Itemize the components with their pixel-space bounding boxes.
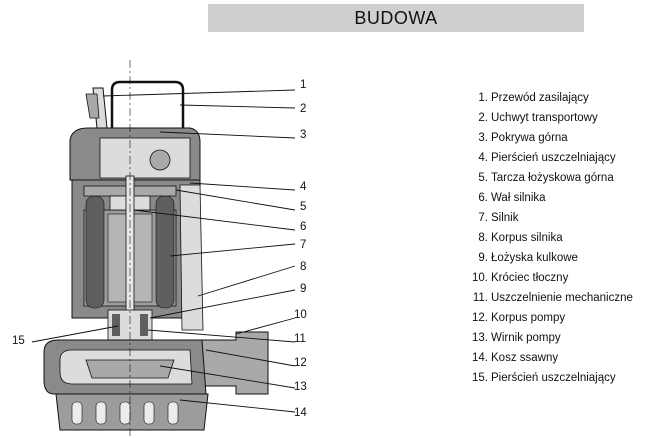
legend-item: 11.Uszczelnienie mechaniczne: [472, 292, 633, 304]
callout-3: 3: [300, 129, 306, 141]
parts-legend: 1.Przewód zasilający 2.Uchwyt transporto…: [466, 88, 651, 388]
discharge-channel: [179, 184, 204, 331]
top-cover-cavity: [99, 137, 191, 179]
callout-numbers: 1 2 3 4 5 6 7 8 9 10 11 12 13 14 15: [12, 79, 307, 419]
callout-1: 1: [300, 79, 306, 91]
callout-8: 8: [300, 261, 306, 273]
legend-item: 8.Korpus silnika: [478, 232, 563, 244]
legend-item: 6.Wał silnika: [478, 192, 546, 204]
callout-5: 5: [300, 201, 306, 213]
callout-12: 12: [294, 357, 307, 369]
legend-item: 5.Tarcza łożyskowa górna: [478, 172, 614, 184]
motor-winding-left: [85, 195, 105, 309]
legend-item: 14.Kosz ssawny: [472, 352, 559, 364]
legend-item: 4.Pierścień uszczelniający: [478, 152, 616, 164]
strainer-slots: [71, 401, 179, 425]
legend-item: 7.Silnik: [478, 212, 519, 224]
legend-item: 1.Przewód zasilający: [478, 92, 589, 104]
legend-item: 2.Uchwyt transportowy: [478, 112, 598, 124]
legend-item: 9.Łożyska kulkowe: [478, 252, 578, 264]
callout-15: 15: [12, 335, 25, 347]
callout-7: 7: [300, 239, 306, 251]
callout-11: 11: [294, 333, 306, 345]
legend-item: 10.Króciec tłoczny: [472, 272, 569, 284]
callout-10: 10: [294, 309, 307, 321]
callout-6: 6: [300, 221, 306, 233]
callout-4: 4: [300, 181, 307, 193]
callout-2: 2: [300, 103, 306, 115]
legend-item: 3.Pokrywa górna: [478, 132, 568, 144]
callout-14: 14: [294, 407, 307, 419]
callout-13: 13: [294, 381, 307, 393]
legend-item: 15.Pierścień uszczelniający: [472, 372, 616, 384]
leader-lines: [31, 89, 296, 413]
carrying-handle: [110, 80, 185, 128]
mechanical-seal: [112, 314, 148, 336]
cable-clamp: [149, 149, 171, 171]
legend-item: 12.Korpus pompy: [472, 312, 566, 324]
discharge-outlet: [199, 331, 269, 395]
title-bar: BUDOWA: [208, 4, 584, 32]
legend-item: 13.Wirnik pompy: [472, 332, 561, 344]
page-title: BUDOWA: [354, 7, 438, 28]
callout-9: 9: [300, 283, 306, 295]
